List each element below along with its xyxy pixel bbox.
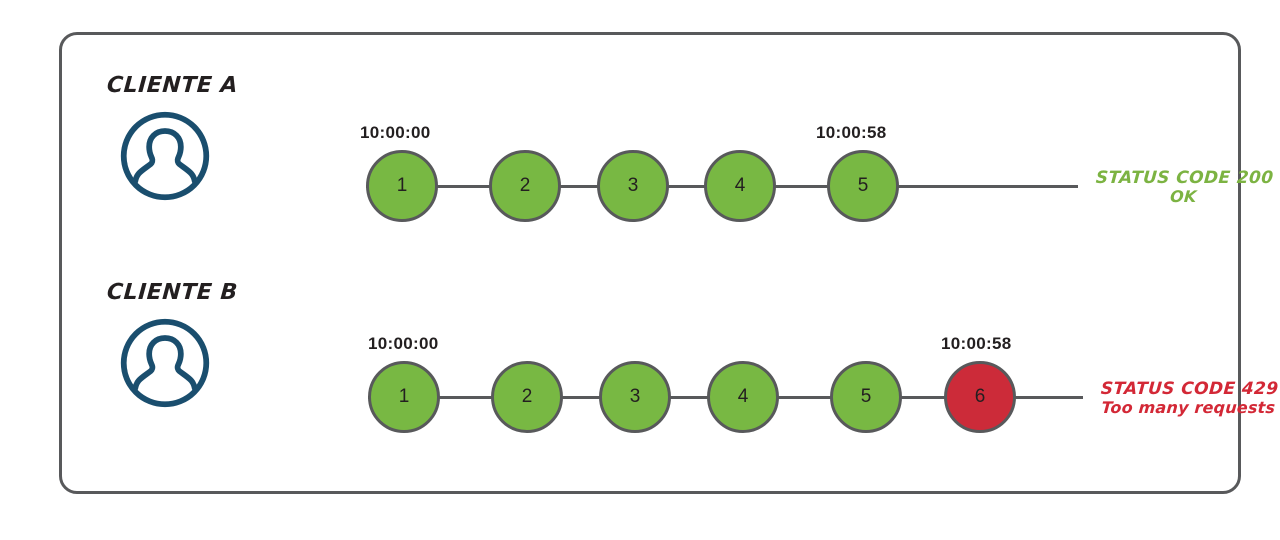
request-node-b-1[interactable]: 1 (368, 361, 440, 433)
user-avatar-icon (117, 315, 213, 411)
timeline-a: 10:00:00 10:00:58 1 2 3 4 5 STATUS CODE … (298, 73, 1280, 293)
request-node-a-2[interactable]: 2 (489, 150, 561, 222)
request-node-b-6[interactable]: 6 (944, 361, 1016, 433)
diagram-card: CLIENTE A 10:00:00 10:00:58 1 2 3 4 5 ST… (59, 32, 1279, 494)
user-avatar-icon (117, 108, 213, 204)
request-node-a-3[interactable]: 3 (597, 150, 669, 222)
timestamp-a-start: 10:00:00 (360, 123, 431, 142)
timeline-b: 10:00:00 10:00:58 1 2 3 4 5 6 STATUS COD… (298, 280, 1280, 500)
request-node-a-5[interactable]: 5 (827, 150, 899, 222)
request-node-b-3[interactable]: 3 (599, 361, 671, 433)
status-a-line1: STATUS CODE 200 (1095, 168, 1275, 188)
request-node-b-2[interactable]: 2 (491, 361, 563, 433)
request-node-a-1[interactable]: 1 (366, 150, 438, 222)
status-b-line2: Too many requests (1100, 398, 1276, 418)
timestamp-a-end: 10:00:58 (816, 123, 887, 142)
timestamp-b-end: 10:00:58 (941, 334, 1012, 353)
status-b-line1: STATUS CODE 429 (1100, 379, 1280, 399)
request-node-b-5[interactable]: 5 (830, 361, 902, 433)
status-a-line2: OK (1169, 187, 1198, 207)
client-a-label: CLIENTE A (106, 73, 239, 98)
client-row-a: CLIENTE A 10:00:00 10:00:58 1 2 3 4 5 ST… (62, 73, 1274, 293)
client-row-b: CLIENTE B 10:00:00 10:00:58 1 2 3 4 5 6 (62, 280, 1279, 500)
request-node-a-4[interactable]: 4 (704, 150, 776, 222)
timestamp-b-start: 10:00:00 (368, 334, 439, 353)
client-b-label: CLIENTE B (106, 280, 239, 305)
request-node-b-4[interactable]: 4 (707, 361, 779, 433)
status-b: STATUS CODE 429 Too many requests (1083, 379, 1280, 418)
status-a: STATUS CODE 200 OK (1083, 168, 1280, 207)
